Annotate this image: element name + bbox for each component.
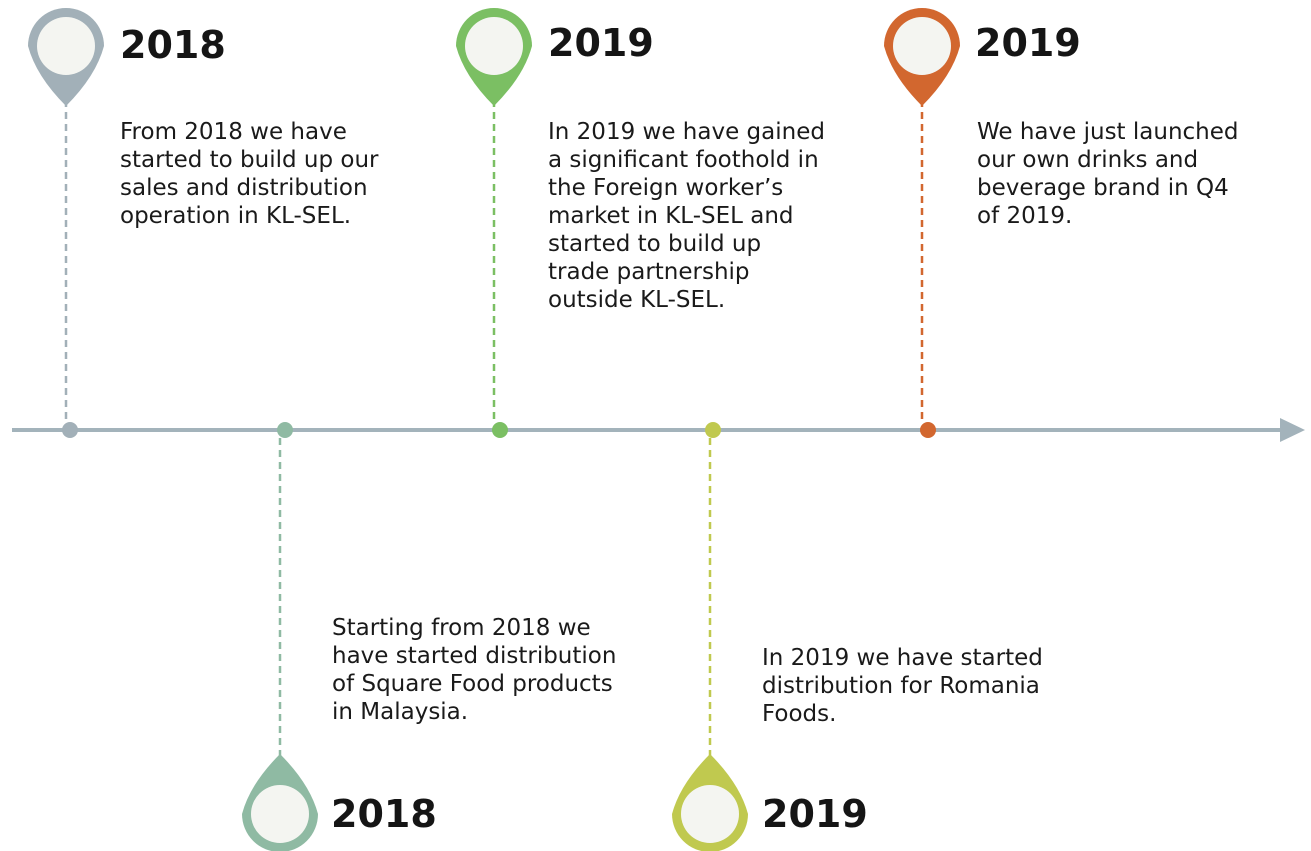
- description-line: outside KL-SEL.: [548, 287, 726, 313]
- event-2018-square-food-description: Starting from 2018 we have started distr…: [332, 614, 616, 726]
- description-line: distribution for Romania: [762, 673, 1040, 699]
- event-2018-sales-year: 2018: [120, 23, 226, 67]
- event-2019-romania-description: In 2019 we have started distribution for…: [762, 644, 1043, 728]
- map-pin-inner-circle: [465, 17, 523, 75]
- description-line: a significant foothold in: [548, 147, 819, 173]
- description-line: beverage brand in Q4: [977, 175, 1229, 201]
- event-2019-foothold-year: 2019: [548, 21, 654, 65]
- description-line: our own drinks and: [977, 147, 1199, 173]
- description-line: of Square Food products: [332, 671, 613, 697]
- description-line: In 2019 we have started: [762, 645, 1043, 671]
- description-line: Foods.: [762, 701, 837, 727]
- description-line: From 2018 we have: [120, 119, 347, 145]
- description-line: have started distribution: [332, 643, 617, 669]
- description-line: started to build up: [548, 231, 762, 257]
- description-line: Starting from 2018 we: [332, 615, 591, 641]
- event-2019-beverage-description: We have just launched our own drinks and…: [977, 118, 1239, 230]
- description-line: the Foreign worker’s: [548, 175, 784, 201]
- description-line: trade partnership: [548, 259, 750, 285]
- timeline-dot: [705, 422, 721, 438]
- description-line: We have just launched: [977, 119, 1239, 145]
- description-line: in Malaysia.: [332, 699, 469, 725]
- description-line: In 2019 we have gained: [548, 119, 825, 145]
- map-pin-inner-circle: [37, 17, 95, 75]
- map-pin-inner-circle: [681, 785, 739, 843]
- event-2019-romania-year: 2019: [762, 792, 868, 836]
- timeline-dot: [62, 422, 78, 438]
- description-line: market in KL-SEL and: [548, 203, 794, 229]
- description-line: started to build up our: [120, 147, 379, 173]
- map-pin-inner-circle: [251, 785, 309, 843]
- map-pin-inner-circle: [893, 17, 951, 75]
- description-line: operation in KL-SEL.: [120, 203, 352, 229]
- description-line: of 2019.: [977, 203, 1073, 229]
- timeline-dot: [920, 422, 936, 438]
- description-line: sales and distribution: [120, 175, 368, 201]
- event-2018-sales-description: From 2018 we have started to build up ou…: [120, 118, 379, 230]
- event-2019-beverage-year: 2019: [975, 21, 1081, 65]
- event-2018-square-food-year: 2018: [331, 792, 437, 836]
- timeline-dot: [277, 422, 293, 438]
- timeline-arrow-head: [1280, 418, 1305, 442]
- timeline-dot: [492, 422, 508, 438]
- event-2019-foothold-description: In 2019 we have gained a significant foo…: [548, 118, 825, 314]
